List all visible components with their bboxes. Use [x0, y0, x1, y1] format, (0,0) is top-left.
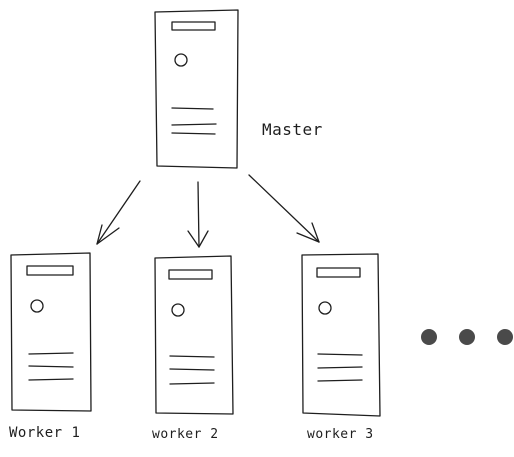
worker-3-server-icon: [301, 253, 381, 417]
worker-2-server-icon: [154, 255, 234, 415]
worker-3-label: worker 3: [307, 427, 374, 442]
worker-1-server-icon: [10, 252, 92, 412]
ellipsis-dot: [421, 329, 437, 345]
more-workers-ellipsis-icon: [421, 329, 513, 345]
arrow-to-worker-2: [187, 181, 209, 248]
worker-2-label: worker 2: [152, 427, 219, 442]
ellipsis-dot: [459, 329, 475, 345]
arrow-to-worker-3: [248, 174, 320, 243]
worker-1-label: Worker 1: [9, 425, 81, 441]
ellipsis-dot: [497, 329, 513, 345]
arrow-to-worker-1: [96, 180, 141, 245]
master-server-icon: [154, 9, 239, 169]
master-label: Master: [262, 120, 323, 139]
